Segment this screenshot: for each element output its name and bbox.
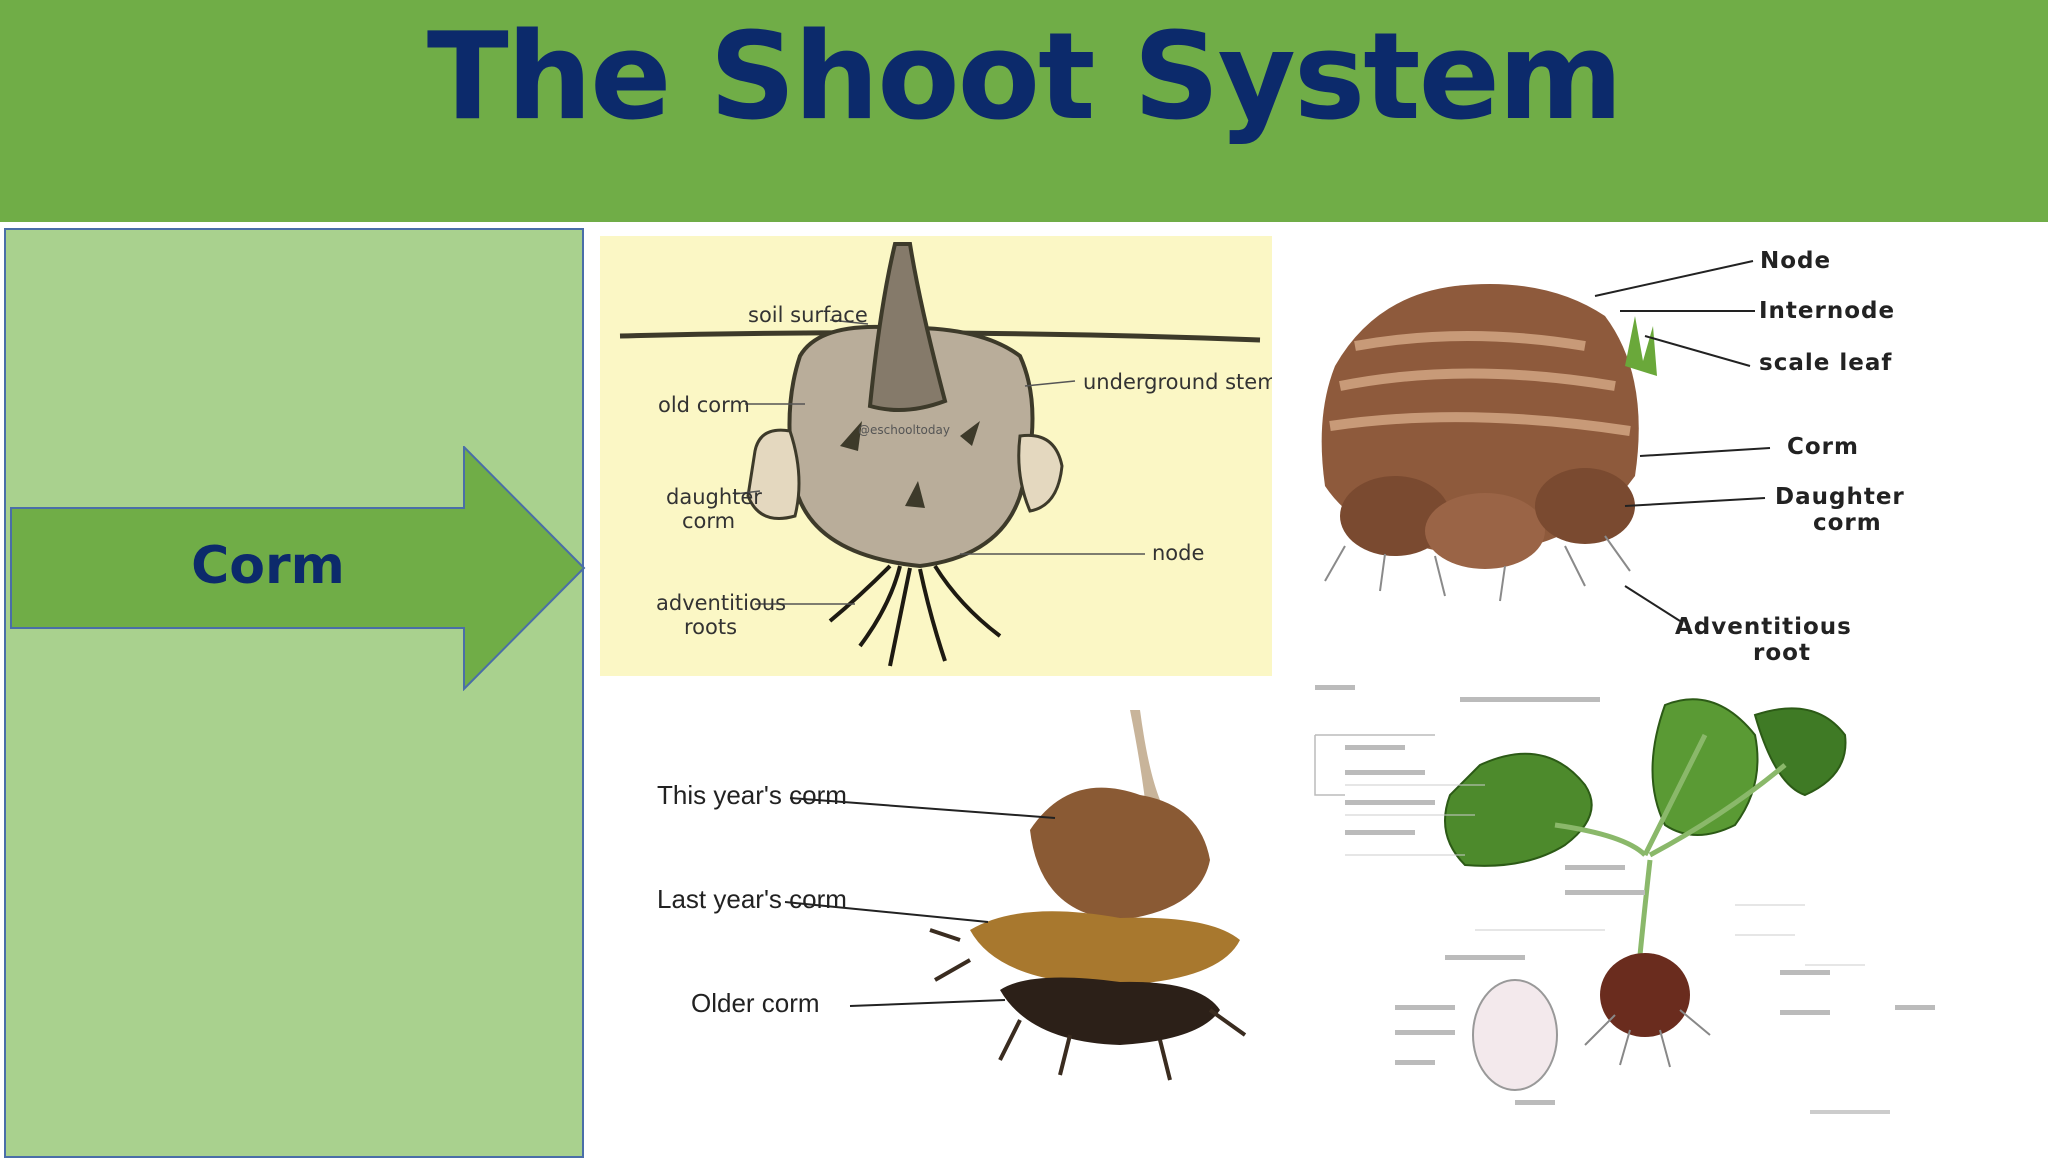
label-daughter-2a: Daughter xyxy=(1775,484,1905,510)
label-adventitious-2a: Adventitious xyxy=(1675,614,1852,640)
watermark-text: @eschooltoday xyxy=(858,423,950,437)
label-underground-stem: underground stem xyxy=(1083,370,1272,394)
tiny-label-marks xyxy=(1315,685,1935,1114)
slide-title: The Shoot System xyxy=(426,8,1623,147)
label-this-year-corm: This year's corm xyxy=(657,780,847,810)
corm-photo-labeled: This year's corm Last year's corm Older … xyxy=(600,690,1272,1150)
label-node: node xyxy=(1152,541,1204,565)
label-daughter-corm-1: daughter xyxy=(666,485,762,509)
label-internode: Internode xyxy=(1759,298,1895,324)
corm-diagram-soil: soil surface old corm underground stem d… xyxy=(600,236,1278,676)
title-bar: The Shoot System xyxy=(0,0,2048,222)
label-adventitious-2b: root xyxy=(1753,640,1811,666)
right-arrow-shape xyxy=(10,446,586,691)
label-adventitious-2: roots xyxy=(684,615,737,639)
label-daughter-corm-2: corm xyxy=(682,509,735,533)
label-daughter-2b: corm xyxy=(1813,510,1882,536)
label-adventitious-1: adventitious xyxy=(656,591,786,615)
label-scale-leaf: scale leaf xyxy=(1759,350,1892,376)
label-node-2: Node xyxy=(1760,248,1831,274)
label-older-corm: Older corm xyxy=(691,988,820,1018)
side-panel xyxy=(4,228,584,1158)
label-corm-2: Corm xyxy=(1787,434,1859,460)
taro-plant-diagram xyxy=(1285,675,1985,1150)
label-old-corm: old corm xyxy=(658,393,750,417)
arrow-label: Corm xyxy=(191,536,345,596)
label-last-year-corm: Last year's corm xyxy=(657,884,847,914)
label-soil-surface: soil surface xyxy=(748,303,868,327)
corm-diagram-labeled: Node Internode scale leaf Corm Daughter … xyxy=(1285,236,1985,676)
